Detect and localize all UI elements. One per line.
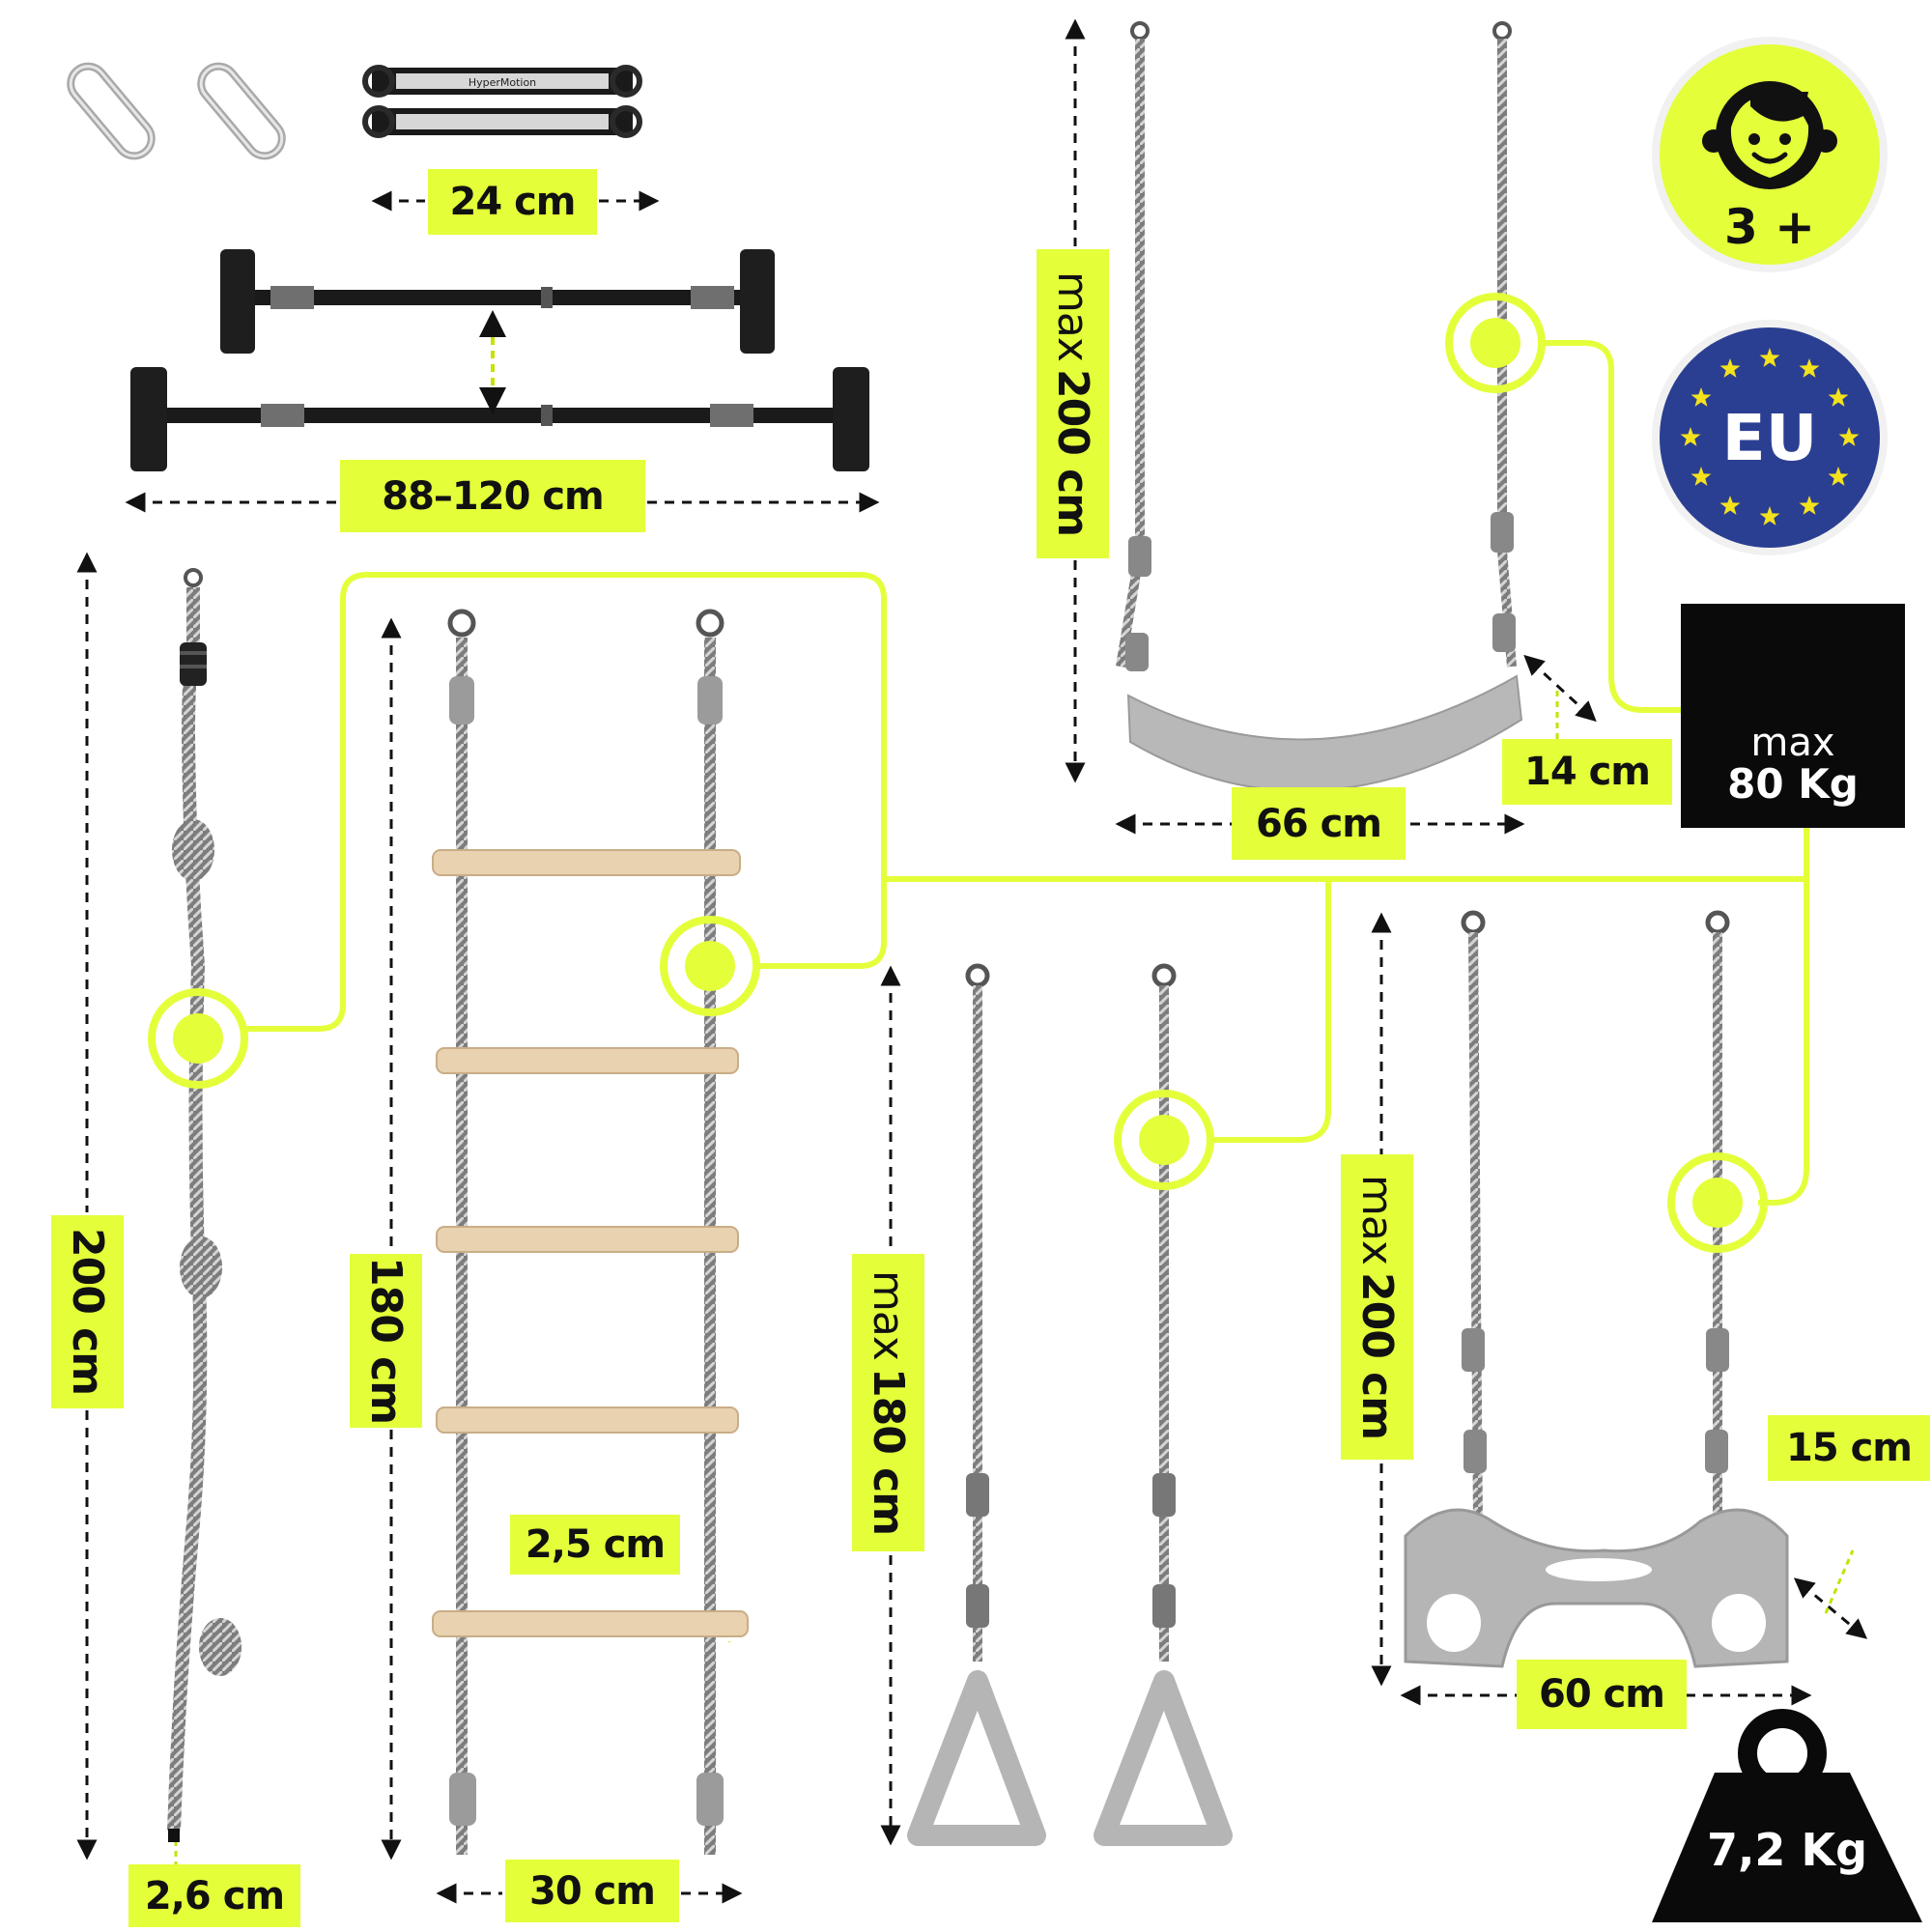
bar-length-label: 88–120 cm	[340, 460, 645, 532]
swing-height-label: max 200 cm	[1037, 249, 1109, 558]
carabiner-icon	[67, 62, 156, 160]
child-face-icon	[1702, 81, 1837, 189]
star-icon	[1828, 467, 1849, 486]
dimension-lines	[76, 18, 1868, 1904]
star-icon	[1838, 427, 1860, 446]
trapeze-depth-label: 15 cm	[1768, 1415, 1930, 1481]
rope-ladder	[432, 609, 749, 1855]
eu-stars	[1680, 348, 1860, 526]
swing-depth-label: 14 cm	[1502, 739, 1672, 805]
star-icon	[1690, 387, 1712, 407]
star-icon	[1759, 506, 1780, 526]
marker-ladder	[660, 916, 760, 1016]
connector-markers	[148, 293, 1768, 1253]
strap-brand-text: HyperMotion	[469, 76, 536, 89]
rings-height-prefix: max	[864, 1270, 913, 1360]
climbing-rope	[167, 568, 242, 1842]
marker-trapeze	[1667, 1152, 1768, 1253]
carabiner-icon	[197, 62, 286, 160]
pull-up-bar-long	[130, 367, 869, 471]
star-icon	[1719, 496, 1741, 515]
rope-length-label: 200 cm	[51, 1215, 124, 1408]
strap-length-label: 24 cm	[428, 169, 597, 235]
eu-badge-text: EU	[1721, 400, 1818, 475]
ladder-width-label: 30 cm	[505, 1860, 679, 1922]
rings-height-label: max 180 cm	[852, 1254, 924, 1551]
marker-swing	[1445, 293, 1546, 393]
rope-diameter-label: 2,6 cm	[128, 1864, 300, 1927]
age-badge-text: 3 +	[1723, 199, 1816, 255]
trapeze-height-prefix: max	[1352, 1175, 1402, 1264]
trapeze-height-value: 200 cm	[1352, 1271, 1402, 1439]
rings-height-value: 180 cm	[864, 1367, 913, 1535]
marker-rope	[148, 988, 248, 1089]
trapeze-bar	[1404, 910, 1789, 1668]
swing-width-label: 66 cm	[1232, 787, 1406, 860]
swing-seat	[1116, 21, 1523, 792]
swing-height-value: 200 cm	[1048, 368, 1097, 536]
star-icon	[1719, 358, 1741, 378]
star-icon	[1680, 427, 1701, 446]
weight-icon	[1652, 1709, 1922, 1922]
gymnastic-rings	[907, 963, 1233, 1846]
trapeze-width-label: 60 cm	[1517, 1660, 1687, 1729]
star-icon	[1690, 467, 1712, 486]
ladder-height-label: 180 cm	[350, 1254, 422, 1428]
pull-up-bar-short	[220, 249, 775, 354]
connector-lines	[246, 340, 1809, 1206]
capacity-badge: max 80 Kg	[1681, 604, 1905, 828]
star-icon	[1799, 496, 1820, 515]
star-icon	[1799, 358, 1820, 378]
swing-height-prefix: max	[1048, 271, 1097, 361]
capacity-value: 80 Kg	[1727, 759, 1859, 808]
trapeze-height-label: max 200 cm	[1341, 1154, 1413, 1460]
star-icon	[1759, 348, 1780, 367]
capacity-prefix: max	[1750, 720, 1835, 765]
rung-diameter-label: 2,5 cm	[510, 1515, 680, 1575]
product-weight-text: 7,2 Kg	[1706, 1824, 1868, 1876]
straps: HyperMotion	[362, 65, 642, 138]
star-icon	[1828, 387, 1849, 407]
marker-rings	[1114, 1090, 1214, 1190]
